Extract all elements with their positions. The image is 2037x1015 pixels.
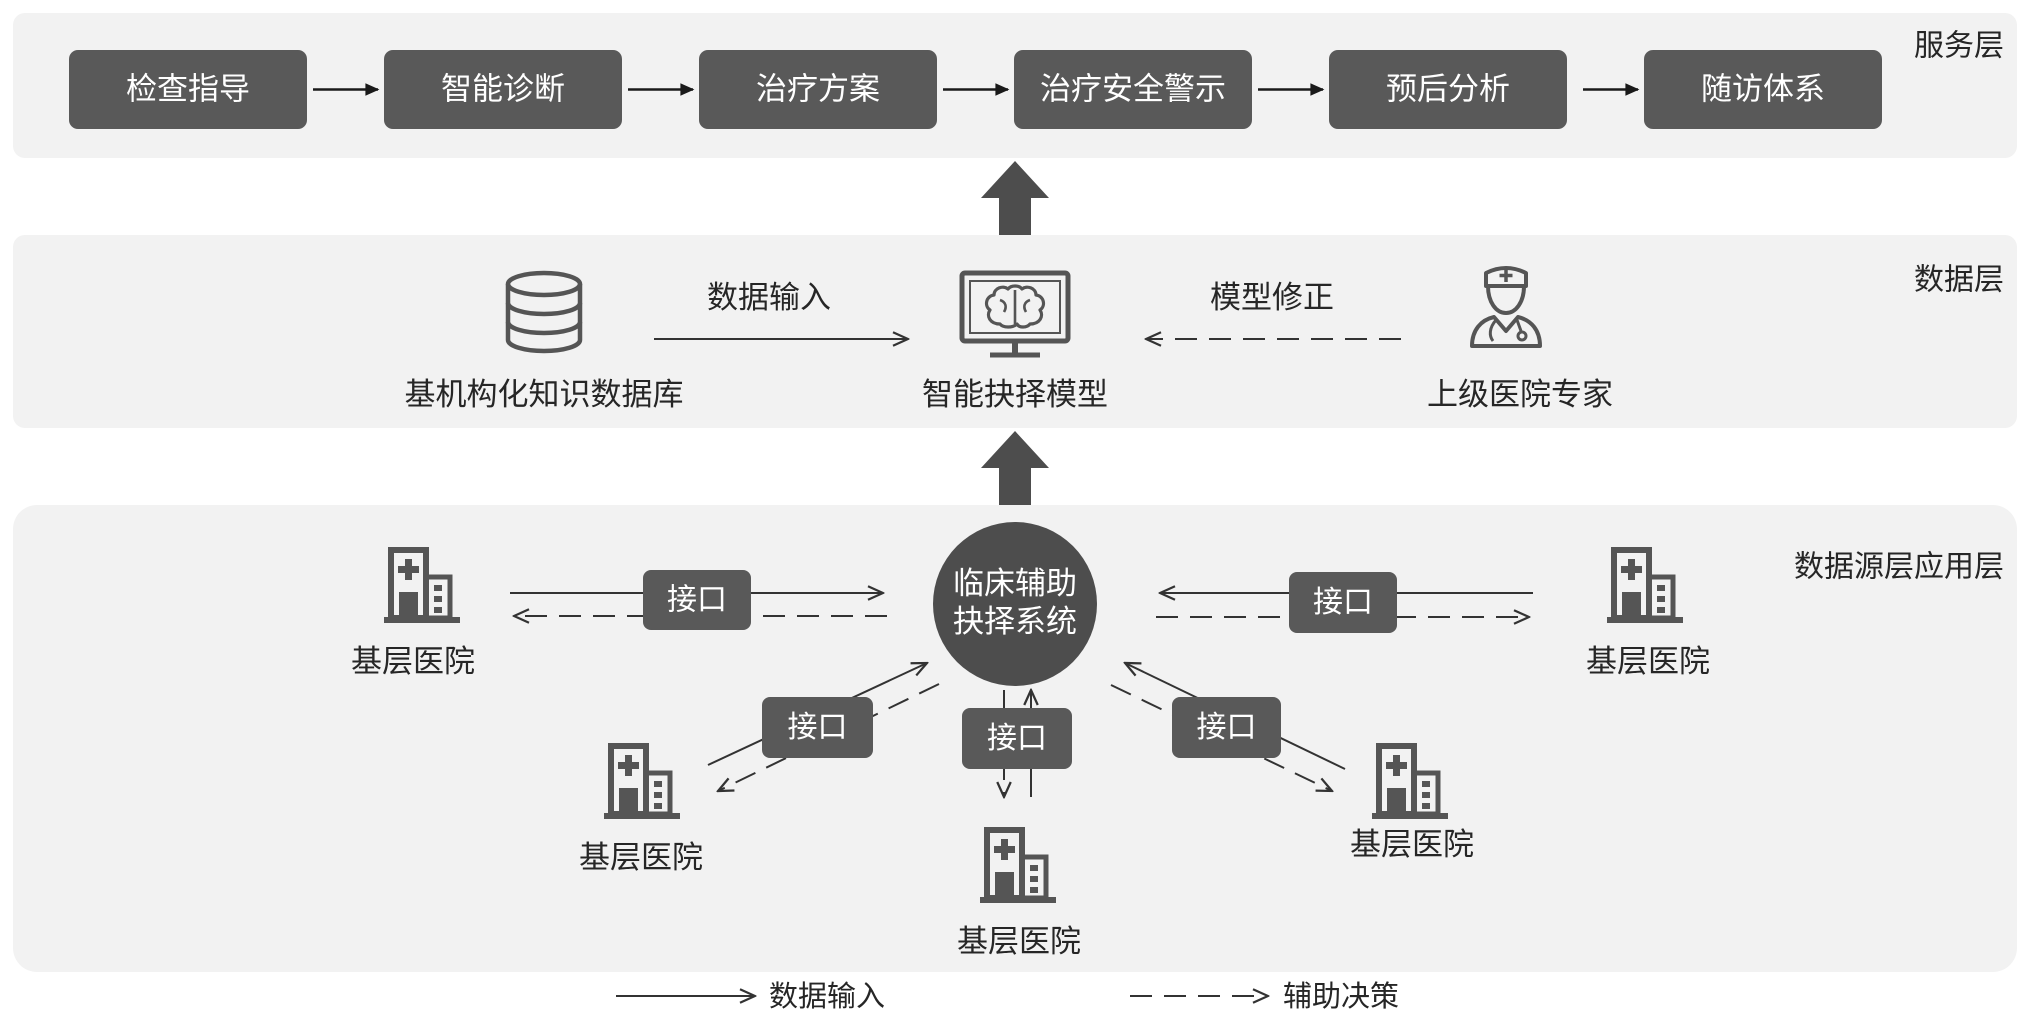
doctor-icon (1470, 266, 1542, 348)
service-step-label: 治疗方案 (756, 72, 880, 108)
service-step-box (1329, 50, 1567, 129)
interface-box-bottom-right (1172, 697, 1281, 758)
database-ring (505, 302, 583, 317)
service-layer-label: 服务层 (1914, 29, 2004, 64)
service-step-box (1644, 50, 1882, 129)
monitor-screen (969, 280, 1061, 334)
database-ring (505, 321, 583, 336)
data-layer-label: 数据层 (1914, 263, 2004, 298)
legend-solid-label: 数据输入 (769, 979, 885, 1013)
service-steps: 检查指导 智能诊断 治疗方案 治疗安全警示 预后分析 随访体系 (69, 50, 1882, 129)
interface-label: 接口 (1197, 710, 1257, 745)
knowledge-base-label: 基机构化知识数据库 (405, 377, 684, 413)
interface-label: 接口 (987, 721, 1047, 756)
source-layer-label: 数据源层应用层 (1794, 550, 2004, 585)
service-step-box (1014, 50, 1252, 129)
service-step-box (699, 50, 937, 129)
interface-label: 接口 (667, 583, 727, 618)
service-step-box (69, 50, 307, 129)
data-input-edge-label: 数据输入 (707, 280, 831, 316)
interface-box-right (1289, 572, 1397, 633)
data-layer-band (13, 235, 2017, 428)
model-correction-edge-label: 模型修正 (1210, 280, 1334, 316)
doctor-cap (1484, 266, 1528, 288)
interface-boxes: 接口 接口 接口 接口 接口 (643, 570, 1397, 769)
stethoscope-tube (1488, 319, 1498, 342)
legend-dashed-label: 辅助决策 (1283, 979, 1399, 1013)
service-step-label: 预后分析 (1386, 72, 1510, 108)
brain-folds (999, 290, 1031, 324)
brain-icon (984, 284, 1046, 329)
hospital-label: 基层医院 (1350, 827, 1474, 863)
up-arrow-data-to-service (981, 161, 1049, 235)
doctor-cap-cross (1499, 269, 1513, 282)
interface-label: 接口 (1313, 585, 1373, 620)
interface-box-left (643, 570, 751, 630)
clinical-decision-system-node (933, 522, 1097, 686)
doctor-body (1470, 315, 1542, 348)
database-icon (505, 270, 583, 354)
monitor-brain-icon (959, 270, 1071, 358)
hospital-label: 基层医院 (957, 924, 1081, 960)
stethoscope-chestpiece (1516, 330, 1528, 342)
database-body (505, 284, 583, 354)
up-arrow-source-to-data (981, 431, 1049, 505)
service-step-box (384, 50, 622, 129)
doctor-face (1486, 285, 1526, 315)
hospital-label: 基层医院 (579, 840, 703, 876)
legend: 数据输入 辅助决策 (616, 979, 1399, 1013)
hospital-label: 基层医院 (351, 644, 475, 680)
interface-box-bottom (962, 708, 1072, 769)
service-step-label: 随访体系 (1701, 72, 1825, 108)
stethoscope-line (1515, 319, 1523, 332)
service-step-label: 检查指导 (126, 72, 250, 108)
system-label-line2: 抉择系统 (953, 604, 1077, 640)
service-step-label: 治疗安全警示 (1040, 72, 1226, 108)
hospital-label: 基层医院 (1586, 644, 1710, 680)
expert-label: 上级医院专家 (1427, 377, 1613, 413)
system-label-line1: 临床辅助 (953, 566, 1077, 602)
interface-label: 接口 (788, 710, 848, 745)
service-step-label: 智能诊断 (441, 72, 565, 108)
interface-box-bottom-left (762, 697, 873, 758)
decision-model-label: 智能抉择模型 (922, 377, 1108, 413)
